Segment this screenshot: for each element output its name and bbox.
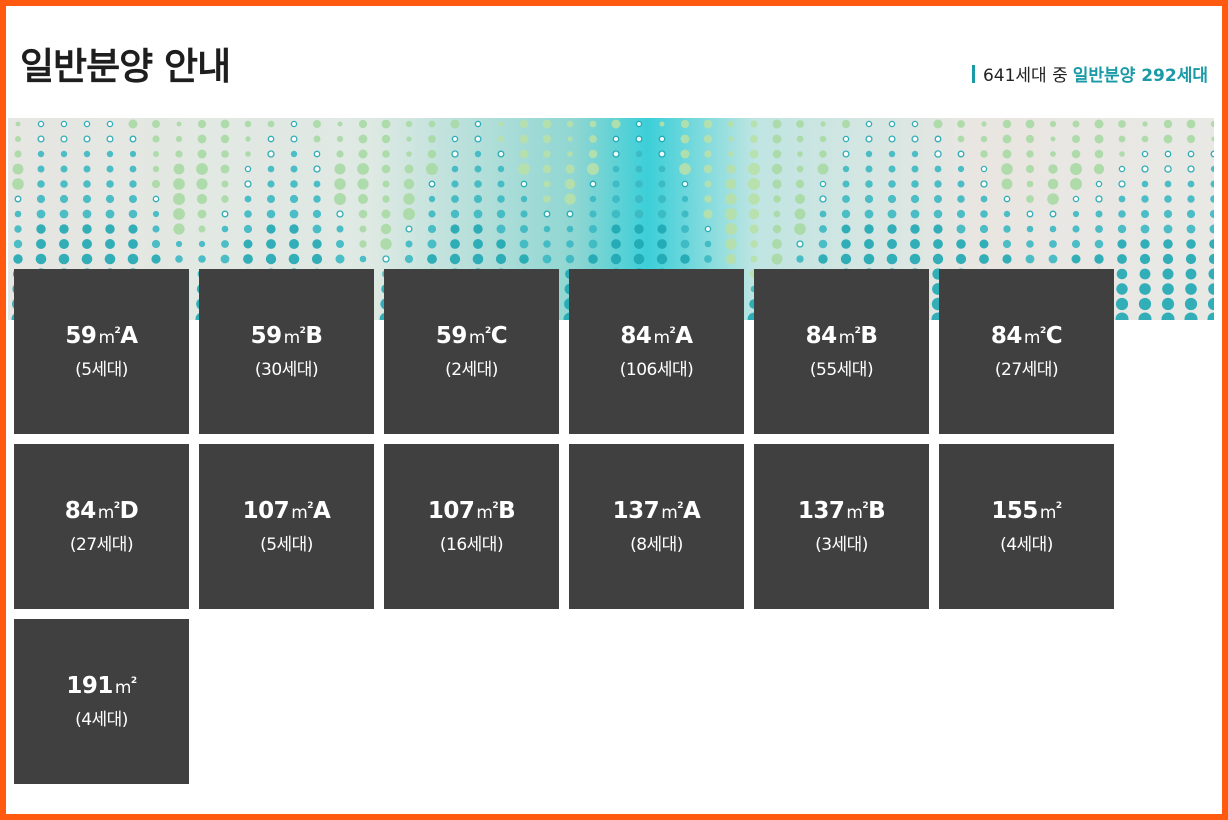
unit-type-suffix: A (683, 497, 701, 524)
unit-type-suffix: B (868, 497, 886, 524)
square-superscript: 2 (862, 500, 869, 511)
square-meter-symbol: m (97, 502, 115, 523)
unit-type-area: 59 (435, 322, 468, 349)
unit-count: (8세대) (630, 535, 683, 556)
summary-general-sale: 일반분양 292세대 (1072, 66, 1208, 86)
unit-type-area: 84 (990, 322, 1023, 349)
unit-type-area: 137 (797, 497, 845, 524)
unit-summary: 641세대 중 일반분양 292세대 (971, 61, 1208, 86)
square-superscript: 2 (130, 675, 137, 686)
unit-type-suffix: A (313, 497, 331, 524)
unit-type-area: 59 (65, 322, 97, 349)
unit-count: (4세대) (75, 710, 128, 731)
square-superscript: 2 (1055, 500, 1062, 511)
unit-type-area: 107 (242, 497, 290, 524)
unit-type-suffix: C (1045, 322, 1063, 349)
square-superscript: 2 (307, 500, 314, 511)
unit-count: (5세대) (75, 360, 128, 381)
unit-count: (3세대) (815, 535, 868, 556)
square-superscript: 2 (484, 325, 491, 336)
square-meter-symbol: m (661, 502, 678, 523)
unit-type-suffix: C (490, 322, 508, 349)
unit-type-suffix: B (860, 322, 878, 349)
unit-count: (2세대) (445, 360, 498, 381)
square-meter-symbol: m (838, 327, 856, 348)
square-superscript: 2 (1039, 325, 1046, 336)
unit-type-suffix: A (675, 322, 693, 349)
square-meter-symbol: m (653, 327, 670, 348)
square-meter-symbol: m (291, 502, 308, 523)
page-title: 일반분양 안내 (20, 45, 231, 88)
square-superscript: 2 (669, 325, 676, 336)
unit-count: (4세대) (1000, 535, 1053, 556)
unit-type-area: 84 (64, 497, 97, 524)
square-superscript: 2 (492, 500, 499, 511)
square-superscript: 2 (114, 325, 121, 336)
unit-count: (27세대) (69, 535, 134, 556)
summary-bar-icon (971, 64, 975, 83)
square-meter-symbol: m (283, 327, 301, 348)
unit-type-suffix: B (305, 322, 323, 349)
square-meter-symbol: m (114, 677, 132, 698)
unit-type-suffix: B (498, 497, 516, 524)
summary-total: 641세대 중 (982, 66, 1068, 86)
unit-count: (5세대) (260, 535, 313, 556)
square-superscript: 2 (299, 325, 306, 336)
square-meter-symbol: m (1023, 327, 1041, 348)
square-meter-symbol: m (1039, 502, 1057, 523)
unit-count: (106세대) (619, 360, 694, 381)
unit-count: (27세대) (994, 360, 1059, 381)
square-meter-symbol: m (98, 327, 115, 348)
unit-type-area: 191 (66, 672, 113, 699)
unit-type-area: 107 (427, 497, 475, 524)
square-superscript: 2 (113, 500, 120, 511)
unit-type-area: 137 (612, 497, 660, 524)
unit-type-area: 59 (250, 322, 283, 349)
unit-count: (30세대) (254, 360, 319, 381)
unit-type-area: 84 (620, 322, 652, 349)
unit-type-area: 155 (991, 497, 1038, 524)
unit-type-suffix: D (119, 497, 139, 524)
square-meter-symbol: m (468, 327, 486, 348)
square-superscript: 2 (677, 500, 684, 511)
unit-type-suffix: A (120, 322, 138, 349)
square-meter-symbol: m (476, 502, 493, 523)
unit-count: (16세대) (439, 535, 504, 556)
unit-type-area: 84 (805, 322, 838, 349)
square-superscript: 2 (854, 325, 861, 336)
square-meter-symbol: m (846, 502, 863, 523)
unit-count: (55세대) (809, 360, 874, 381)
